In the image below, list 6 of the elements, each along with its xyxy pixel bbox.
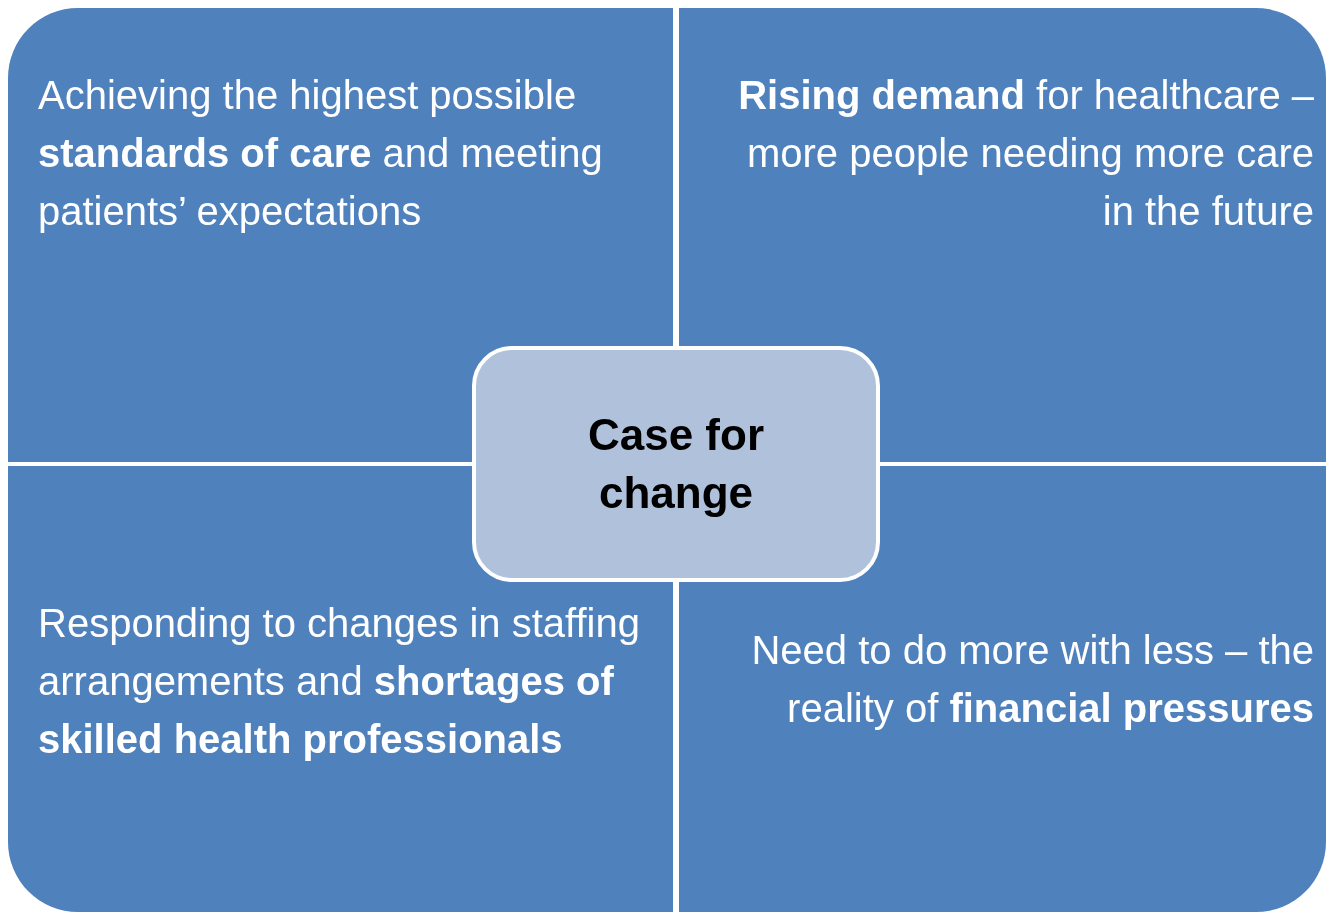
quadrant-text: Achieving the highest possible standards of care and meeting patients’ expectations [38, 72, 604, 235]
quadrant-text: Rising demand for healthcare – more people needing more care in the future [737, 72, 1314, 235]
center-box [472, 346, 880, 582]
quadrant-text: Need to do more with less – the reality of financial pressures [750, 627, 1314, 732]
quadrant-text: Responding to changes in staffing arrangements and shortages of skilled health professionals [38, 600, 641, 763]
center-label: Case for change [586, 409, 766, 519]
